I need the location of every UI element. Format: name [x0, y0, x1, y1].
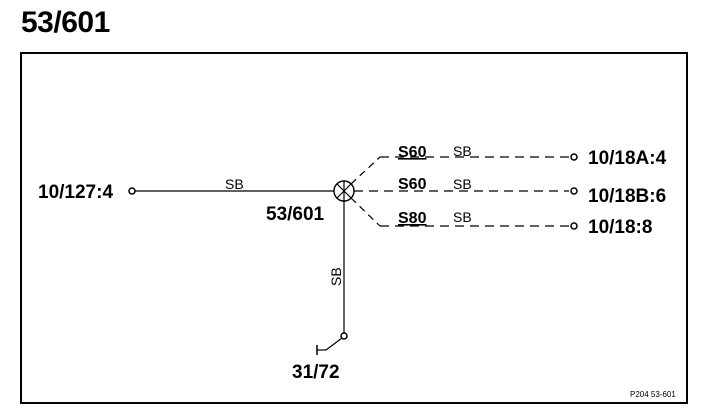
splice-label: 53/601 — [266, 204, 325, 225]
ground-symbol — [316, 337, 343, 355]
branch-connector-1: 10/18A:4 — [588, 148, 667, 169]
branch-connector-2: 10/18B:6 — [588, 186, 666, 207]
left-wire-color: SB — [225, 176, 244, 192]
branch-terminal-1 — [570, 153, 578, 161]
reference-code: P204 53-601 — [630, 390, 676, 399]
branch-terminal-3 — [570, 222, 578, 230]
branch-wire-color-3: SB — [453, 209, 472, 225]
ground-switch-terminal — [340, 332, 348, 340]
branch-variant-2: S60 — [398, 176, 427, 193]
ground-wire-color: SB — [328, 267, 344, 286]
splice-symbol — [333, 180, 355, 202]
branch-terminal-2 — [570, 187, 578, 195]
branch-variant-3: S80 — [398, 210, 427, 227]
page-title: 53/601 — [21, 6, 110, 39]
branch-wire-1-diagonal — [350, 156, 381, 185]
branch-connector-3: 10/18:8 — [588, 217, 652, 238]
left-connector-terminal — [128, 187, 136, 195]
branch-variant-1: S60 — [398, 144, 427, 161]
left-connector-label: 10/127:4 — [38, 182, 113, 203]
diagram-frame — [20, 52, 688, 404]
branch-wire-color-1: SB — [453, 143, 472, 159]
branch-wire-3-diagonal — [350, 197, 381, 227]
branch-wire-color-2: SB — [453, 176, 472, 192]
ground-label: 31/72 — [292, 362, 340, 383]
